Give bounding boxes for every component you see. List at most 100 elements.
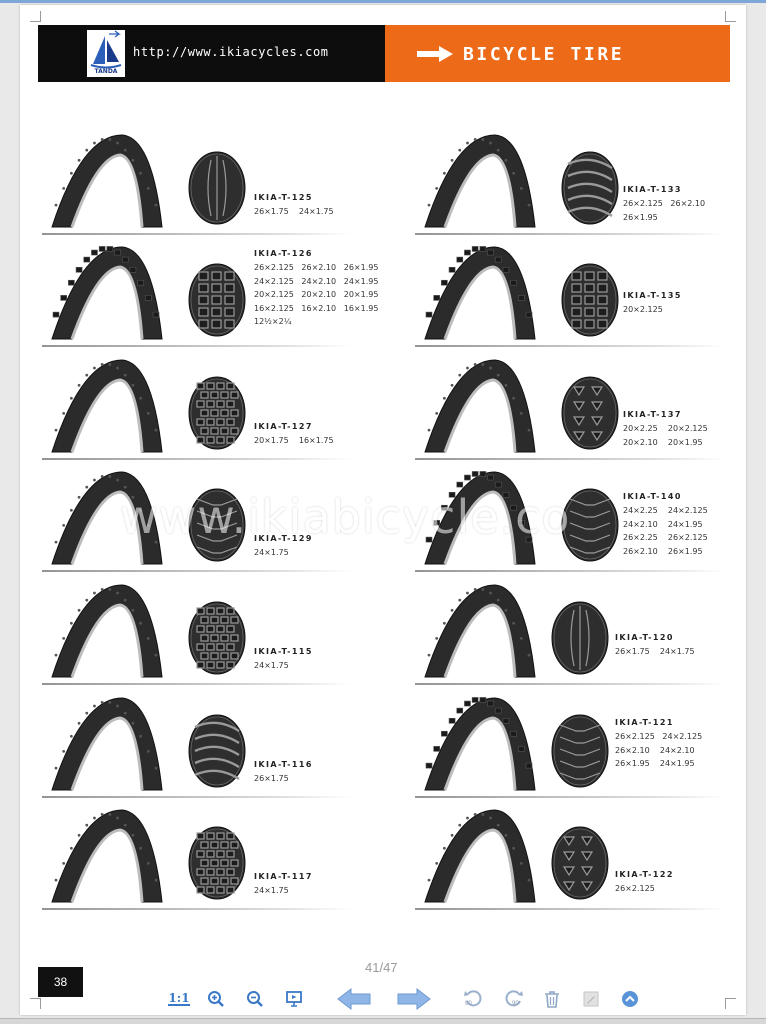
header-url-bar: TANDA http://www.ikiacycles.com <box>38 25 385 82</box>
tire-image <box>51 809 163 903</box>
zoom-out-icon <box>247 991 263 1007</box>
actual-size-button[interactable]: 1:1 <box>166 986 192 1012</box>
presentation-icon <box>286 991 302 1007</box>
tread-swatch-image <box>561 376 619 450</box>
tire-image <box>51 359 163 453</box>
model-number: IKIA-T-140 <box>623 492 682 501</box>
size-list: 24×2.25 24×2.125 24×2.10 24×1.95 26×2.25… <box>623 506 708 556</box>
arrow-left-icon <box>337 988 371 1010</box>
floor-shadow <box>42 796 352 798</box>
model-number: IKIA-T-116 <box>254 760 313 769</box>
tread-swatch-image <box>561 151 619 225</box>
delete-button[interactable] <box>541 986 563 1012</box>
floor-shadow <box>415 233 725 235</box>
window-bottom-border <box>0 1018 766 1024</box>
logo-text: TANDA <box>94 68 118 75</box>
rotate-left-label: 90 <box>465 1001 472 1007</box>
size-list: 26×1.75 24×1.75 <box>254 207 334 216</box>
model-number: IKIA-T-133 <box>623 185 682 194</box>
scroll-top-button[interactable] <box>619 986 641 1012</box>
tire-image <box>424 584 536 678</box>
tread-swatch-image <box>561 263 619 337</box>
tire-image <box>51 697 163 791</box>
window-top-border <box>0 0 766 3</box>
page-indicator: 41/47 <box>365 960 398 975</box>
model-number: IKIA-T-135 <box>623 291 682 300</box>
size-list: 24×1.75 <box>254 886 289 895</box>
sailboat-icon <box>90 30 122 69</box>
viewer-toolbar: 1:1 90 <box>0 986 766 1014</box>
tread-swatch-image <box>188 263 246 337</box>
watermark: www.ikiabicycle.co <box>120 490 571 544</box>
tread-swatch-image <box>188 826 246 900</box>
floor-shadow <box>42 233 352 235</box>
model-number: IKIA-T-126 <box>254 249 313 258</box>
edit-icon <box>583 991 599 1007</box>
rotate-left-icon <box>464 990 482 1007</box>
floor-shadow <box>415 908 725 910</box>
floor-shadow <box>42 683 352 685</box>
arrow-right-icon <box>397 988 431 1010</box>
tire-image <box>51 246 163 340</box>
zoom-in-button[interactable] <box>205 986 227 1012</box>
previous-page-button[interactable] <box>334 986 374 1012</box>
actual-size-icon: 1:1 <box>168 991 190 1006</box>
floor-shadow <box>415 683 725 685</box>
tire-image <box>424 246 536 340</box>
size-list: 26×2.125 26×2.10 26×1.95 24×2.125 24×2.1… <box>254 263 379 326</box>
slideshow-button[interactable] <box>283 986 305 1012</box>
size-list: 26×1.75 <box>254 774 289 783</box>
next-page-button[interactable] <box>394 986 434 1012</box>
rotate-right-icon <box>505 990 523 1007</box>
crop-mark <box>725 11 736 22</box>
tread-swatch-image <box>188 714 246 788</box>
size-list: 26×1.75 24×1.75 <box>615 647 695 656</box>
model-number: IKIA-T-127 <box>254 422 313 431</box>
trash-icon <box>545 991 559 1008</box>
floor-shadow <box>415 345 725 347</box>
tire-image <box>51 471 163 565</box>
floor-shadow <box>415 796 725 798</box>
tire-image <box>51 584 163 678</box>
catalog-page: TANDA http://www.ikiacycles.com BICYCLE … <box>20 5 746 1015</box>
tread-swatch-image <box>551 714 609 788</box>
crop-mark <box>30 11 41 22</box>
floor-shadow <box>42 908 352 910</box>
tanda-logo: TANDA <box>87 30 125 77</box>
crop-mark <box>30 998 41 1009</box>
tread-swatch-image <box>551 826 609 900</box>
size-list: 20×2.25 20×2.125 20×2.10 20×1.95 <box>623 424 708 447</box>
arrow-right-icon <box>417 46 453 62</box>
chevron-up-circle-icon <box>622 991 638 1007</box>
tire-image <box>424 809 536 903</box>
edit-button[interactable] <box>580 986 602 1012</box>
zoom-in-icon <box>208 991 224 1007</box>
product-entry: IKIA-T-116 26×1.75 <box>42 688 362 798</box>
model-number: IKIA-T-122 <box>615 870 674 879</box>
model-number: IKIA-T-121 <box>615 718 674 727</box>
page-number: 38 <box>38 967 83 997</box>
tread-swatch-image <box>188 601 246 675</box>
size-list: 26×2.125 <box>615 884 655 893</box>
rotate-left-button[interactable]: 90 <box>462 986 486 1012</box>
tread-swatch-image <box>551 601 609 675</box>
product-entry: IKIA-T-122 26×2.125 <box>415 800 735 910</box>
floor-shadow <box>42 458 352 460</box>
product-entry: IKIA-T-126 26×2.125 26×2.10 26×1.95 24×2.… <box>42 237 378 347</box>
floor-shadow <box>415 570 725 572</box>
model-number: IKIA-T-129 <box>254 534 313 543</box>
zoom-out-button[interactable] <box>244 986 266 1012</box>
rotate-right-label: 90 <box>512 1001 519 1007</box>
rotate-right-button[interactable]: 90 <box>501 986 525 1012</box>
size-list: 24×1.75 <box>254 661 289 670</box>
tread-swatch-image <box>188 488 246 562</box>
size-list: 20×2.125 <box>623 305 663 314</box>
crop-mark <box>725 998 736 1009</box>
floor-shadow <box>415 458 725 460</box>
